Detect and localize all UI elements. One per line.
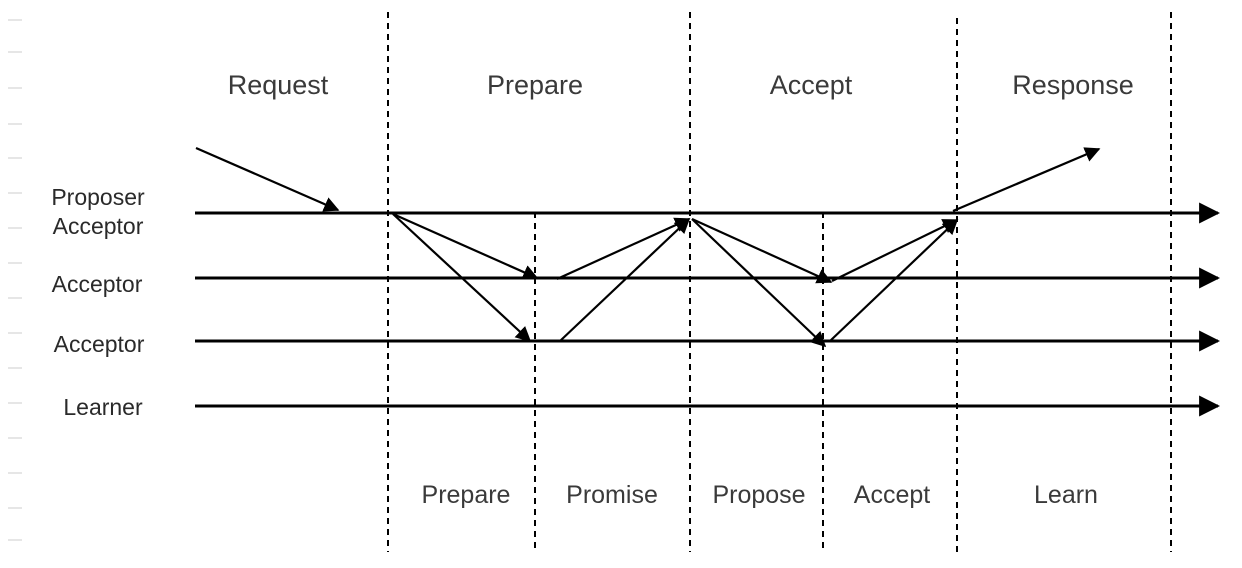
phase-label-request: Request: [228, 70, 329, 100]
timelines: [195, 202, 1221, 417]
step-label-learn: Learn: [1034, 481, 1098, 509]
request-arrow: [195, 146, 340, 212]
messages: [195, 146, 1101, 348]
step-label-prepare: Prepare: [422, 481, 511, 509]
phase-label-prepare: Prepare: [487, 70, 583, 100]
accepted-arrow-acceptor-2: [831, 219, 959, 282]
step-label-propose: Propose: [712, 481, 805, 509]
response-arrow: [952, 147, 1101, 213]
promise-arrow-acceptor-3: [559, 217, 691, 342]
role-label-proposer: Proposer: [51, 184, 145, 210]
role-label-learner: Learner: [63, 394, 143, 420]
left-edge-ticks: [8, 19, 22, 541]
phase-dividers: [387, 12, 1172, 552]
phase-label-response: Response: [1012, 70, 1134, 100]
prepare-arrow-acceptor-2: [392, 212, 539, 280]
role-label-acceptor-1: Acceptor: [53, 213, 144, 239]
phase-label-accept: Accept: [770, 70, 853, 100]
role-label-acceptor-2: Acceptor: [52, 271, 143, 297]
step-label-accept: Accept: [854, 481, 930, 509]
accepted-arrow-acceptor-3: [829, 218, 959, 342]
prepare-arrow-acceptor-3: [392, 213, 532, 343]
propose-arrow-acceptor-2: [691, 217, 833, 284]
step-label-promise: Promise: [566, 481, 658, 509]
role-label-acceptor-3: Acceptor: [54, 331, 145, 357]
propose-arrow-acceptor-3: [691, 218, 827, 348]
promise-arrow-acceptor-2: [556, 217, 691, 281]
